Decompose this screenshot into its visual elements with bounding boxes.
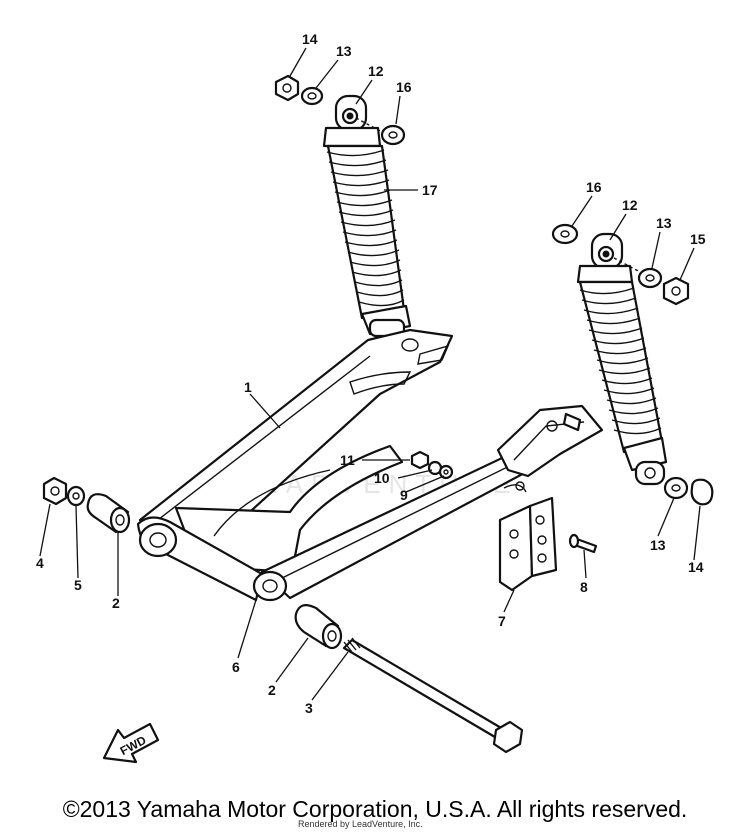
callout-14-lower-right: 14 <box>688 559 704 575</box>
callout-12-top-right: 12 <box>622 197 638 213</box>
callout-9: 9 <box>400 487 408 503</box>
right-lower-washer <box>663 476 689 500</box>
callout-5: 5 <box>74 577 82 593</box>
callout-17: 17 <box>422 182 438 198</box>
left-shock-absorber <box>322 94 412 338</box>
callout-16-top-left: 16 <box>396 79 412 95</box>
right-upper-inner-washer <box>551 223 579 245</box>
copyright-notice: ©2013 Yamaha Motor Corporation, U.S.A. A… <box>62 796 688 822</box>
right-lower-cap-nut <box>690 478 714 506</box>
rendered-by-credit: Rendered by LeadVenture, Inc. <box>298 819 423 829</box>
bracket-bolt <box>568 533 598 554</box>
callout-leaders <box>39 47 701 701</box>
callout-12-top-left: 12 <box>368 63 384 79</box>
callout-2-left: 2 <box>112 595 120 611</box>
callout-13-top-left: 13 <box>336 43 352 59</box>
pivot-washer <box>66 485 86 507</box>
right-upper-nut <box>662 276 690 306</box>
callout-13-top-right: 13 <box>656 215 672 231</box>
callout-3: 3 <box>305 700 313 716</box>
right-shock-absorber <box>576 232 668 486</box>
fwd-direction-arrow: FWD <box>102 722 160 764</box>
left-pivot-bushing <box>86 493 131 534</box>
left-upper-outer-washer <box>380 124 406 146</box>
callout-13-lower-right: 13 <box>650 537 666 553</box>
callout-16-top-right: 16 <box>586 179 602 195</box>
right-pivot-bushing <box>294 603 343 650</box>
callout-11: 11 <box>340 452 355 468</box>
callout-7: 7 <box>498 613 506 629</box>
callout-8: 8 <box>580 579 588 595</box>
right-upper-washer <box>637 267 663 289</box>
callout-1: 1 <box>244 379 252 395</box>
swing-arm <box>136 328 604 602</box>
callout-4: 4 <box>36 555 44 571</box>
callout-15: 15 <box>690 231 706 247</box>
left-upper-washer <box>300 86 324 106</box>
chain-guard-bracket <box>498 496 558 592</box>
callout-14-top-left: 14 <box>302 31 318 47</box>
left-upper-nut <box>274 74 300 102</box>
callout-2-lower: 2 <box>268 682 276 698</box>
callout-10: 10 <box>374 470 390 486</box>
pivot-shaft <box>342 637 524 754</box>
callout-6: 6 <box>232 659 240 675</box>
chain-guide-bolt-set <box>410 450 454 480</box>
pivot-nut <box>42 476 68 506</box>
callout-labels: 14 13 12 16 17 16 12 13 15 1 11 10 9 4 5… <box>36 31 706 716</box>
